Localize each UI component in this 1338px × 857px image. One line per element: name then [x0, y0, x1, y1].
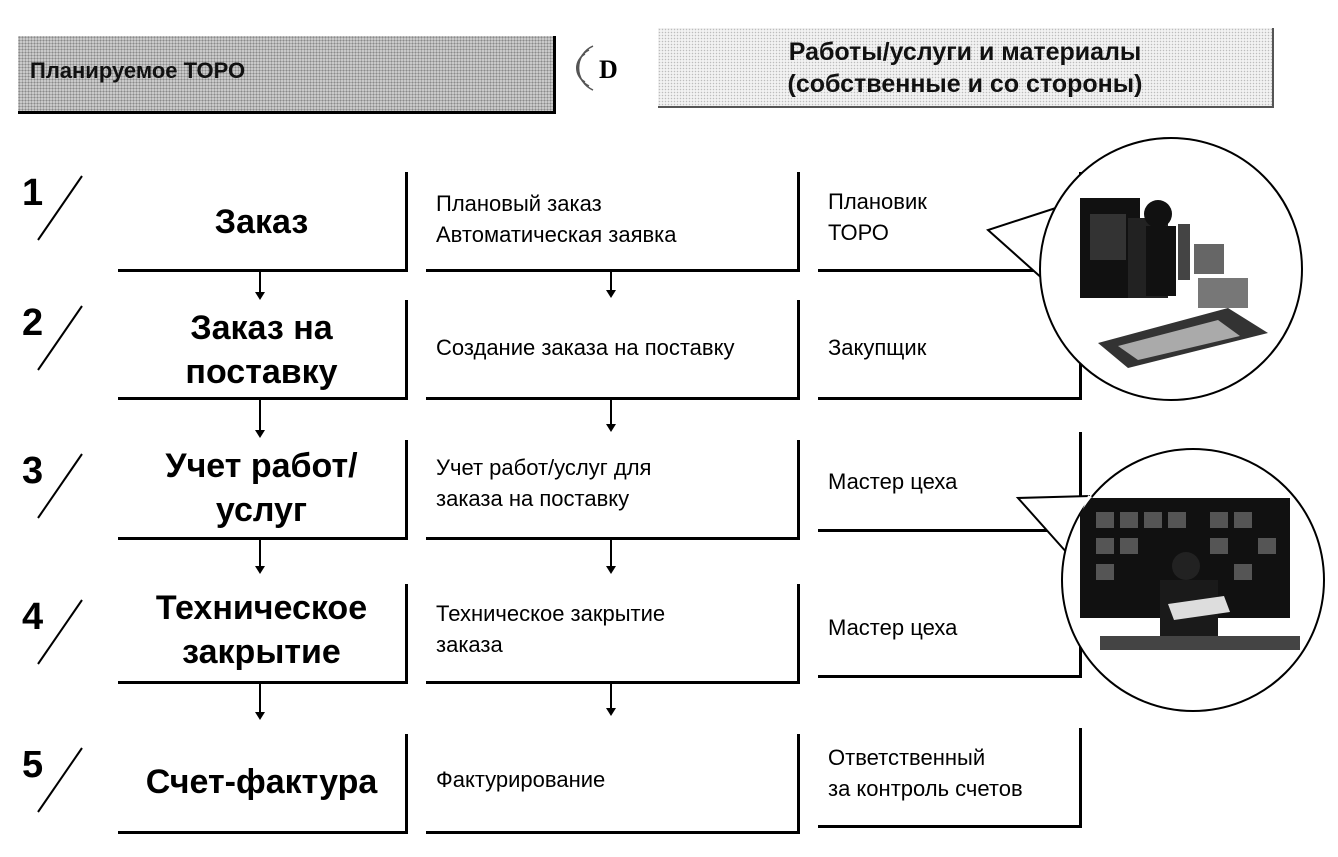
step-number-4: 4 [22, 596, 44, 638]
step-number-2: 2 [22, 302, 44, 344]
header-left-title: Планируемое ТОРО [30, 58, 246, 83]
step-1-role: Плановик ТОРО [828, 189, 927, 245]
step-number-3: 3 [22, 450, 44, 492]
flow-arrow [606, 684, 616, 724]
step-5-activity-cell: Фактурирование [426, 734, 800, 834]
step-4-role-cell: Мастер цеха [818, 578, 1082, 678]
flow-arrow [606, 272, 616, 300]
step-slash-5 [37, 747, 83, 813]
flow-arrow [606, 540, 616, 584]
step-5-name-cell: Счет-фактура [118, 734, 408, 834]
flow-arrow [606, 400, 616, 440]
step-5-name: Счет-фактура [145, 763, 378, 801]
header-right-title: Работы/услуги и материалы (собственные и… [658, 36, 1272, 100]
header-right-title-line2: (собственные и со стороны) [787, 70, 1143, 98]
step-slash-3 [37, 453, 83, 519]
d-logo-letter: D [599, 55, 618, 84]
step-slashes [37, 175, 83, 813]
step-slash-2 [37, 305, 83, 371]
step-4-role: Мастер цеха [828, 615, 958, 640]
flow-arrow [255, 272, 265, 300]
step-5-role-cell: Ответственный за контроль счетов [818, 728, 1082, 828]
step-number-1: 1 [22, 172, 44, 214]
step-3-role-cell: Мастер цеха [818, 432, 1082, 532]
step-1-activity: Плановый заказ Автоматическая заявка [436, 191, 677, 247]
step-3-name-cell: Учет работ/ услуг [118, 440, 408, 540]
step-2-role-cell: Закупщик [818, 300, 1082, 400]
header-left-box: Планируемое ТОРО [18, 36, 556, 114]
header-right-title-line1: Работы/услуги и материалы [788, 38, 1142, 66]
header-right-box: Работы/услуги и материалы (собственные и… [658, 28, 1274, 108]
step-4-activity-cell: Техническое закрытие заказа [426, 584, 800, 684]
step-2-activity-cell: Создание заказа на поставку [426, 300, 800, 400]
step-5-activity: Фактурирование [436, 767, 606, 792]
step-slash-1 [37, 175, 83, 241]
step-5-role: Ответственный за контроль счетов [828, 745, 1023, 801]
flow-arrow [255, 684, 265, 724]
step-3-name: Учет работ/ услуг [165, 447, 358, 529]
step-1-name-cell: Заказ [118, 172, 408, 272]
step-3-activity: Учет работ/услуг для заказа на поставку [436, 455, 652, 511]
step-1-activity-cell: Плановый заказ Автоматическая заявка [426, 172, 800, 272]
d-logo-icon: D [573, 38, 635, 98]
step-2-activity: Создание заказа на поставку [436, 335, 735, 360]
step-1-name: Заказ [214, 203, 309, 241]
step-number-5: 5 [22, 744, 44, 786]
flow-arrow [255, 540, 265, 584]
step-4-activity: Техническое закрытие заказа [436, 601, 666, 657]
step-3-activity-cell: Учет работ/услуг для заказа на поставку [426, 440, 800, 540]
step-2-name: Заказ на поставку [185, 309, 338, 391]
flow-arrow [255, 400, 265, 440]
step-2-name-cell: Заказ на поставку [118, 300, 408, 400]
step-1-role-cell: Плановик ТОРО [818, 172, 1082, 272]
step-3-role: Мастер цеха [828, 469, 958, 494]
step-2-role: Закупщик [828, 335, 927, 360]
step-slash-4 [37, 599, 83, 665]
step-4-name-cell: Техническое закрытие [118, 584, 408, 684]
step-4-name: Техническое закрытие [155, 589, 368, 671]
